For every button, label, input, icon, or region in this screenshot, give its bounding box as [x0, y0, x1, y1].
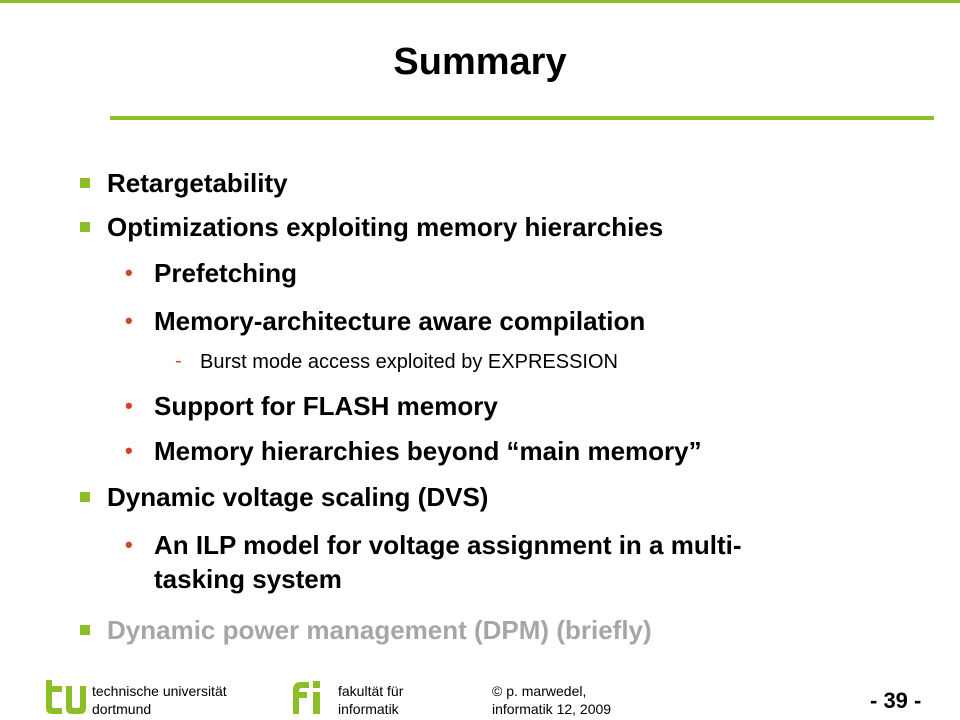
copyright-author: © p. marwedel, informatik 12, 2009	[492, 683, 612, 717]
fi-logo-icon	[293, 681, 320, 714]
square-bullet-icon	[80, 625, 90, 635]
square-bullet-icon	[80, 178, 90, 188]
dot-bullet-icon: •	[125, 308, 133, 333]
bullet-text: Prefetching	[154, 258, 298, 288]
bullet-text: Memory hierarchies beyond “main memory”	[154, 436, 702, 466]
bullet-text: Memory-architecture aware compilation	[154, 306, 646, 336]
page-number: - 39 -	[870, 688, 922, 713]
top-accent-rule	[0, 0, 960, 3]
square-bullet-icon	[80, 222, 90, 232]
dot-bullet-icon: •	[125, 532, 133, 557]
dash-bullet-icon: -	[175, 350, 182, 372]
bullet-text: tasking system	[154, 564, 342, 594]
square-bullet-icon	[80, 492, 90, 502]
bullet-text: Dynamic power management (DPM) (briefly)	[107, 615, 652, 645]
tu-logo-icon	[46, 680, 86, 714]
title-underline	[110, 116, 934, 120]
bullet-text: Retargetability	[107, 168, 288, 198]
dot-bullet-icon: •	[125, 393, 133, 418]
bullet-text: Dynamic voltage scaling (DVS)	[107, 482, 489, 512]
slide-title: Summary	[393, 41, 567, 83]
university-name: technische universität dortmund	[92, 683, 227, 717]
bullet-text: Burst mode access exploited by EXPRESSIO…	[200, 351, 618, 373]
slide-footer: technische universität dortmund fakultät…	[0, 660, 960, 720]
dot-bullet-icon: •	[125, 438, 133, 463]
faculty-name: fakultät für informatik	[338, 683, 404, 717]
dot-bullet-icon: •	[125, 260, 133, 285]
bullet-text: Optimizations exploiting memory hierarch…	[107, 212, 664, 242]
slide-content: Retargetability Optimizations exploiting…	[80, 168, 742, 645]
bullet-text: An ILP model for voltage assignment in a…	[154, 530, 742, 560]
bullet-text: Support for FLASH memory	[154, 391, 498, 421]
